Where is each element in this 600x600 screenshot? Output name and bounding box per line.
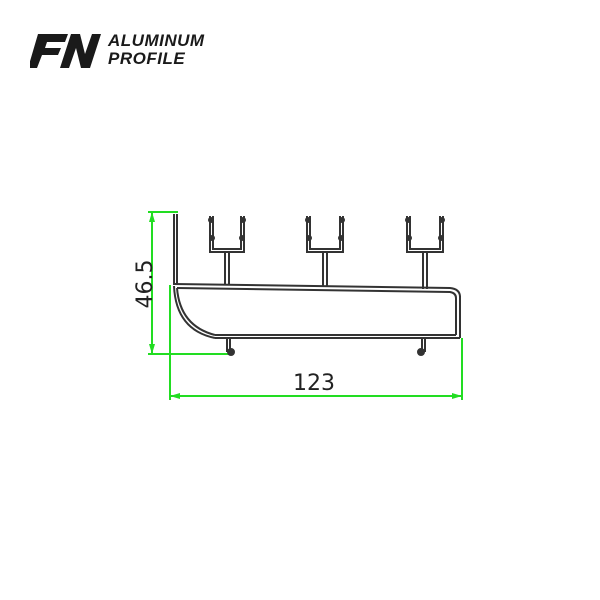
logo-text: ALUMINUM PROFILE: [108, 32, 205, 68]
clip-2: [305, 216, 345, 287]
dimension-lines: [148, 211, 463, 400]
foot-2: [417, 338, 426, 356]
clip-1: [208, 216, 246, 285]
dimension-arrows: [149, 212, 462, 399]
logo-line-1: ALUMINUM: [108, 31, 205, 50]
foot-1: [226, 338, 235, 356]
profile-body: [173, 214, 461, 339]
clip-3: [405, 216, 445, 289]
fn-logo-mark-icon: [30, 34, 101, 68]
width-dimension-label: 123: [293, 371, 335, 396]
logo-line-2: PROFILE: [108, 49, 186, 68]
brand-logo: ALUMINUM PROFILE: [30, 30, 240, 75]
height-dimension-label: 46.5: [133, 260, 158, 309]
